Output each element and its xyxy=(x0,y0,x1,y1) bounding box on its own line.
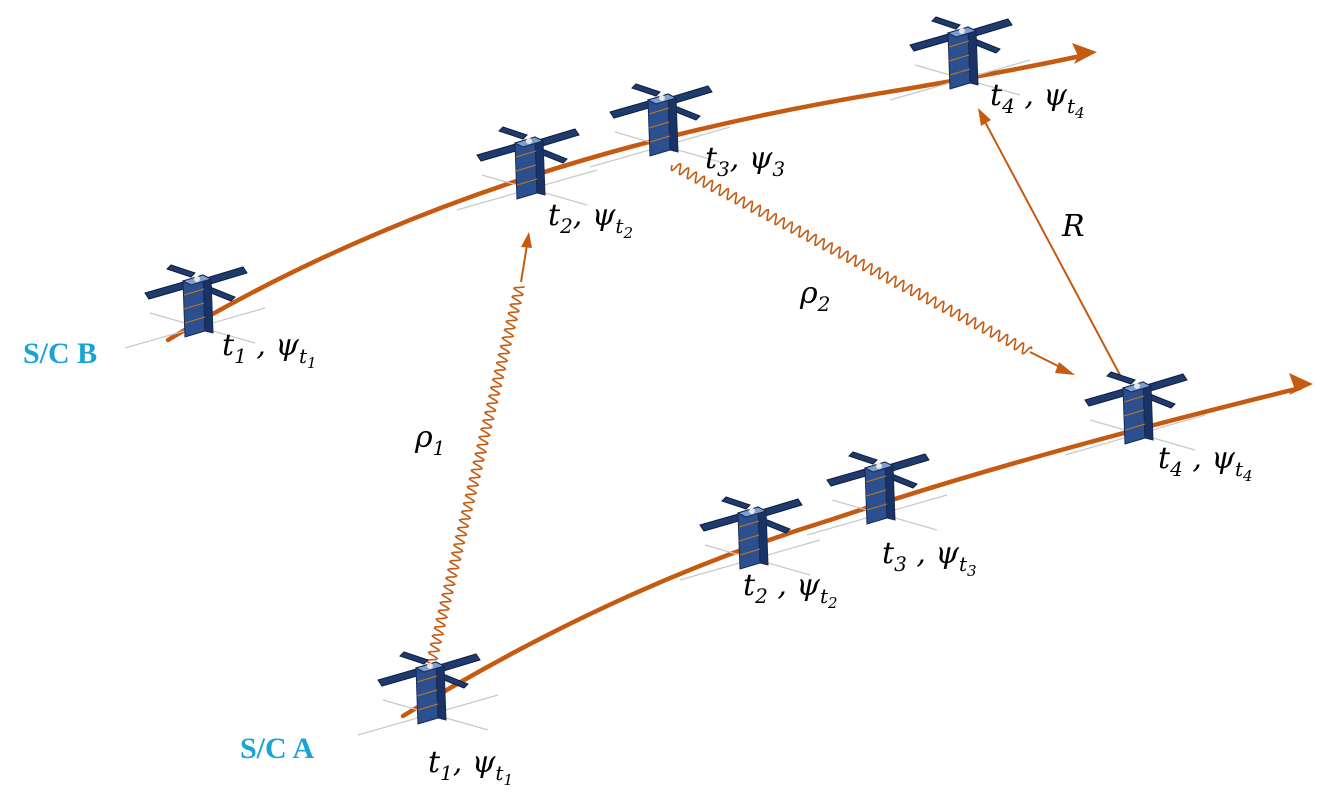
state-label-b-t2: t2, ψt2 xyxy=(548,198,633,242)
state-label-a-t3: t3 , ψt3 xyxy=(882,536,977,580)
rho1-arrowhead xyxy=(521,232,532,248)
state-label-a-t1: t1, ψt1 xyxy=(428,745,513,789)
rho2-arrowhead xyxy=(1055,362,1075,375)
spacecraft-b-label: S/C B xyxy=(23,337,97,370)
state-label-a-t2: t2 , ψt2 xyxy=(743,568,838,612)
state-label-b-t4: t4 , ψt4 xyxy=(990,78,1085,122)
spacecraft-a-t1-icon xyxy=(357,651,499,736)
rho2-arrow-shaft xyxy=(1029,351,1063,369)
range-label: R xyxy=(1061,209,1085,244)
spacecraft-a-label: S/C A xyxy=(240,732,315,765)
rho1-link xyxy=(425,285,525,669)
orbit-a-arrowhead xyxy=(1289,373,1313,395)
rho2-label: ρ2 xyxy=(799,276,830,316)
state-label-b-t1: t1 , ψt1 xyxy=(222,328,317,372)
state-label-a-t4: t4 , ψt4 xyxy=(1158,441,1253,485)
state-label-b-t3: t3, ψ3 xyxy=(705,141,785,181)
range-arrowhead xyxy=(978,108,991,126)
rho1-label: ρ1 xyxy=(414,420,445,460)
rho2-link xyxy=(670,163,1033,355)
orbit-b-arrowhead xyxy=(1072,43,1097,64)
orbit-b xyxy=(165,52,1088,343)
range-arrow xyxy=(983,119,1121,376)
spacecraft-b-t1-icon xyxy=(124,264,266,349)
orbit-a xyxy=(400,385,1303,719)
rho1-arrow-shaft xyxy=(520,244,528,283)
